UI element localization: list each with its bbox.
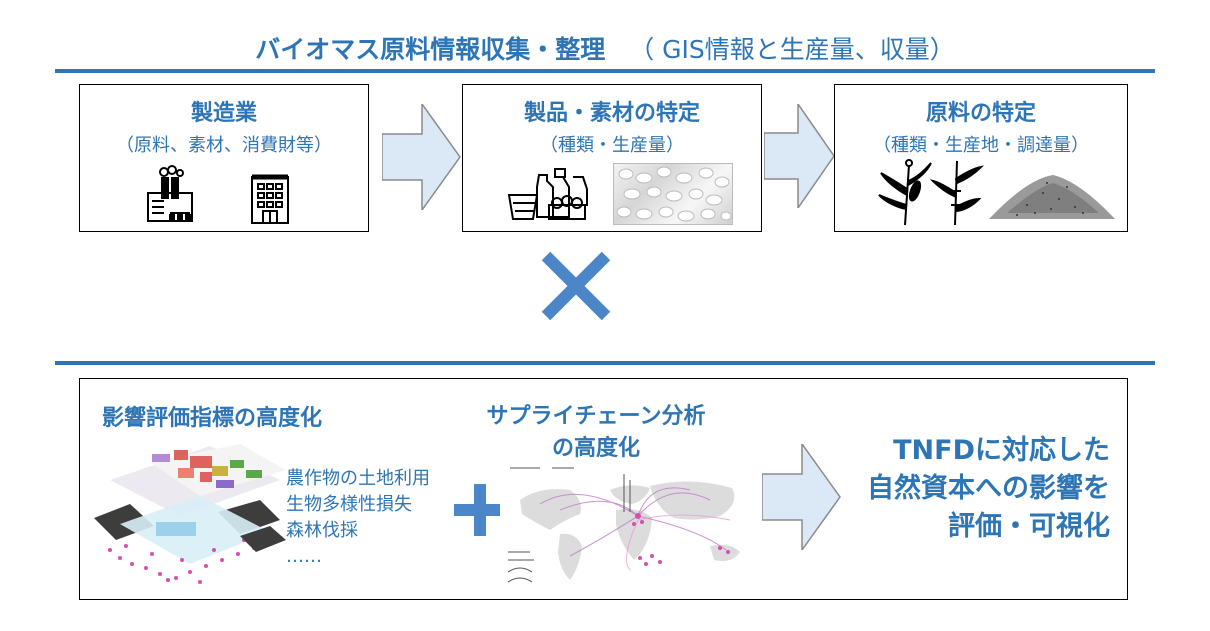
supply-chain-title-line1: サプライチェーン分析	[486, 404, 706, 429]
supply-chain-world-map	[500, 460, 762, 592]
manufacturing-title: 製造業	[190, 101, 257, 126]
biomass-pile-image	[989, 175, 1115, 219]
impact-items-list: 農作物の土地利用 生物多様性損失 森林伐採 ……	[286, 466, 430, 570]
page-title: バイオマス原料情報収集・整理 （ GIS情報と生産量、収量）	[0, 30, 1210, 66]
impact-item-ellipsis: ……	[286, 546, 322, 567]
crop-plants-icon	[878, 159, 985, 226]
manufacturing-box: 製造業 （原料、素材、消費財等）	[79, 84, 369, 232]
material-pellets-image	[613, 163, 733, 225]
raw-materials-title: 原料の特定	[925, 101, 1036, 126]
impact-indicators-title: 影響評価指標の高度化	[102, 406, 323, 431]
land-use-map-image	[94, 444, 286, 584]
result-line-3: 評価・可視化	[948, 511, 1110, 542]
products-box: 製品・素材の特定 （種類・生産量）	[462, 84, 762, 232]
impact-item-land-use: 農作物の土地利用	[286, 468, 430, 489]
title-main: バイオマス原料情報収集・整理	[255, 35, 606, 64]
office-building-icon	[251, 174, 289, 224]
products-subtitle: （種類・生産量）	[540, 135, 684, 156]
products-title: 製品・素材の特定	[523, 101, 700, 126]
impact-item-biodiversity: 生物多様性損失	[286, 494, 412, 515]
manufacturing-subtitle: （原料、素材、消費財等）	[116, 135, 332, 156]
impact-item-deforestation: 森林伐採	[286, 520, 358, 541]
consumer-goods-icon	[507, 168, 588, 220]
result-text: TNFDに対応した 自然資本への影響を 評価・可視化	[830, 432, 1110, 546]
top-divider	[55, 69, 1155, 73]
raw-materials-subtitle: （種類・生産地・調達量）	[873, 135, 1089, 156]
flow-arrow-2	[764, 104, 835, 208]
supply-chain-title-line2: の高度化	[551, 436, 640, 461]
plus-icon	[454, 484, 506, 536]
raw-materials-box: 原料の特定 （種類・生産地・調達量）	[834, 84, 1128, 232]
flow-arrow-3	[762, 444, 841, 550]
result-line-1: TNFDに対応した	[893, 435, 1110, 466]
multiply-cross-icon	[541, 251, 611, 321]
flow-arrow-1	[382, 104, 461, 210]
title-subtitle: （ GIS情報と生産量、収量）	[629, 35, 955, 64]
result-line-2: 自然資本への影響を	[867, 473, 1110, 504]
factory-icon	[147, 165, 193, 222]
middle-divider	[55, 361, 1155, 365]
supply-chain-title: サプライチェーン分析 の高度化	[470, 398, 722, 462]
